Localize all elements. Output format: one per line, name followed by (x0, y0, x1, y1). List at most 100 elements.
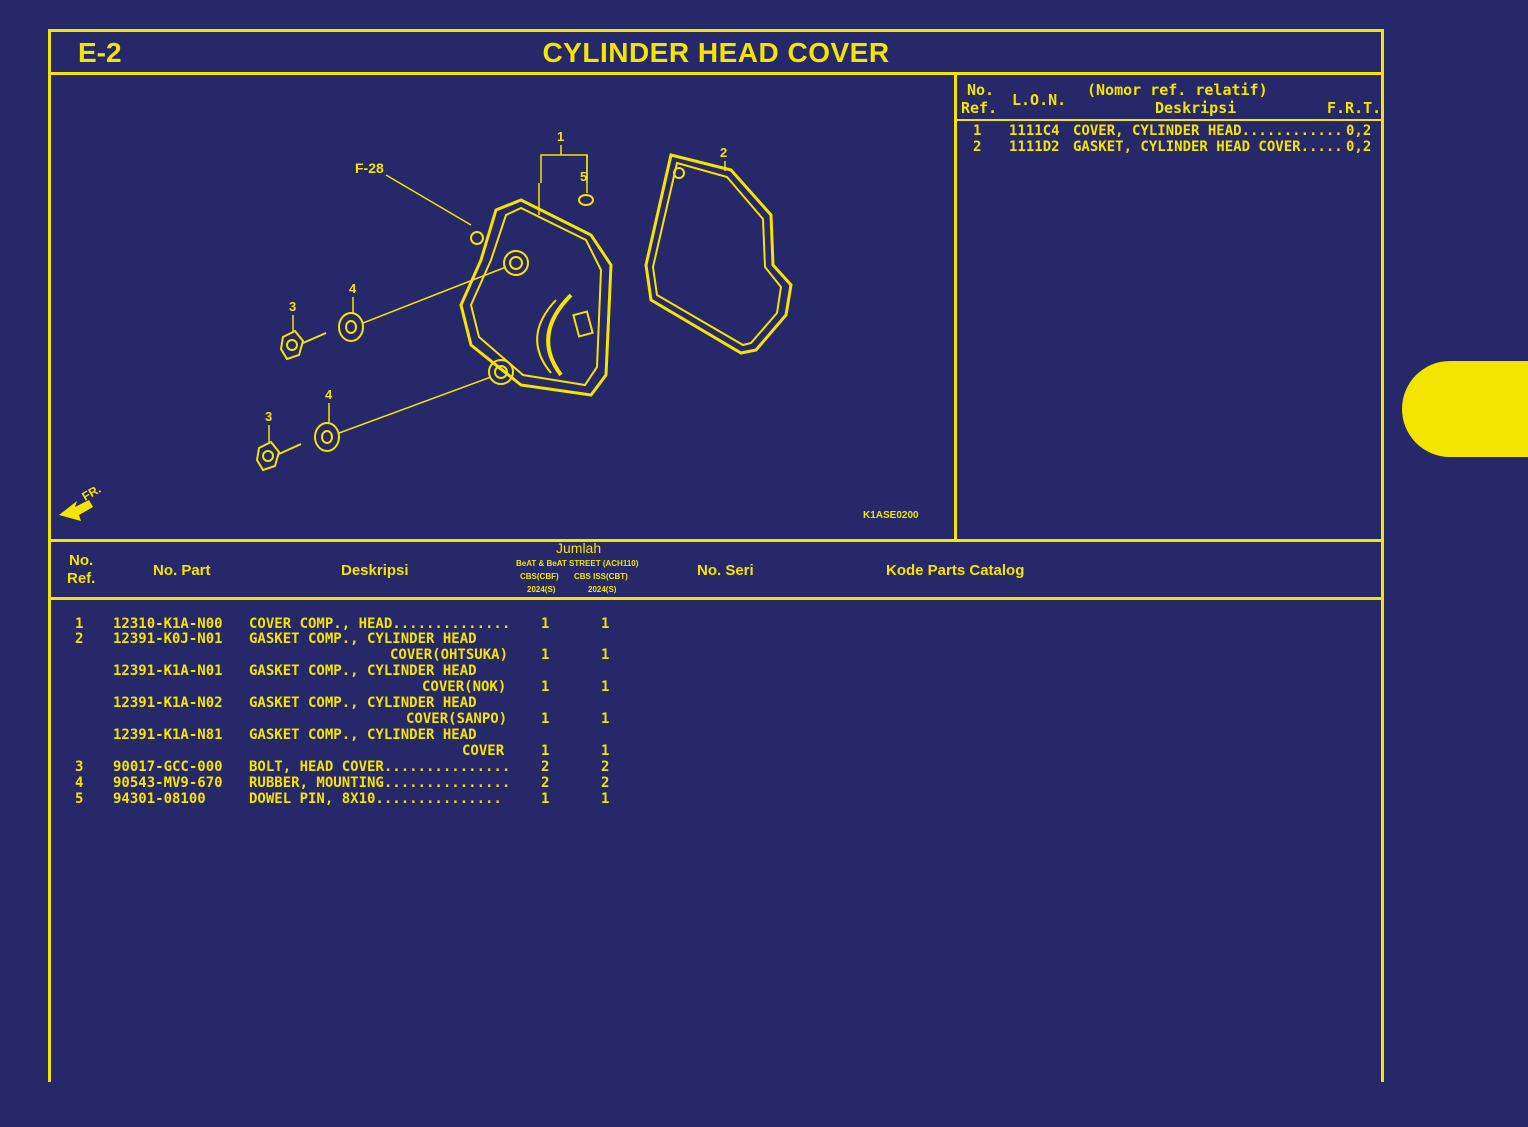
part-qty-2: 1 (601, 616, 610, 632)
ref-row-lon: 1111D2 (1009, 139, 1060, 155)
front-label: FR. (80, 482, 104, 504)
part-number: 12391-K0J-N01 (113, 631, 223, 647)
ref-header-ref: Ref. (961, 99, 998, 117)
callout-1: 1 (557, 129, 564, 144)
gasket-outline (644, 153, 793, 355)
part-qty-2: 2 (601, 775, 610, 791)
callout-4-lower: 4 (325, 387, 333, 402)
part-qty-2: 2 (601, 759, 610, 775)
part-qty-1: 1 (541, 616, 550, 632)
parts-header-col1: CBS(CBF) (520, 572, 559, 581)
part-desc: GASKET COMP., CYLINDER HEAD (249, 695, 477, 711)
part-qty-1: 1 (541, 679, 550, 695)
ref-header-no: No. (967, 81, 995, 99)
rubber-upper (338, 312, 364, 342)
cover-arc (546, 293, 573, 377)
parts-header-kode: Kode Parts Catalog (886, 562, 1025, 579)
part-desc-cont: COVER (462, 743, 505, 759)
part-qty-2: 1 (601, 711, 610, 727)
callout-4-upper: 4 (349, 281, 357, 296)
part-qty-2: 1 (601, 791, 610, 807)
part-number: 90543-MV9-670 (113, 775, 223, 791)
part-ref: 1 (75, 616, 84, 632)
part-desc-cont: COVER(SANPO) (406, 711, 508, 727)
parts-header-col2: CBS ISS(CBT) (574, 572, 628, 581)
part-desc: DOWEL PIN, 8X10............... (249, 791, 502, 807)
callout-5: 5 (580, 169, 587, 184)
part-desc: RUBBER, MOUNTING............... (249, 775, 511, 791)
part-qty-2: 1 (601, 743, 610, 759)
gasket-inner (651, 161, 783, 347)
ref-row-desc: GASKET, CYLINDER HEAD COVER..... (1073, 139, 1343, 155)
part-qty-1: 1 (541, 743, 550, 759)
parts-header-part: No. Part (153, 562, 211, 579)
parts-header-model: BeAT & BeAT STREET (ACH110) (516, 559, 639, 568)
part-qty-2: 1 (601, 647, 610, 663)
callout-3-upper: 3 (289, 299, 296, 314)
part-qty-1: 2 (541, 759, 550, 775)
rubber-lower (314, 422, 340, 452)
part-qty-1: 1 (541, 647, 550, 663)
ref-table-header: No. Ref. L.O.N. (Nomor ref. relatif) Des… (957, 75, 1381, 121)
part-desc: GASKET COMP., CYLINDER HEAD (249, 663, 477, 679)
part-desc-cont: COVER(NOK) (422, 679, 507, 695)
ref-row-lon: 1111C4 (1009, 123, 1060, 139)
parts-header-jumlah: Jumlah (556, 540, 602, 556)
dowel-pin (578, 194, 594, 206)
callout-2: 2 (720, 145, 727, 160)
parts-header-seri: No. Seri (697, 562, 754, 579)
part-desc: GASKET COMP., CYLINDER HEAD (249, 631, 477, 647)
part-number: 12391-K1A-N81 (113, 727, 223, 743)
bolt-lower (255, 440, 281, 472)
part-number: 94301-08100 (113, 791, 206, 807)
cover-outline (459, 198, 613, 397)
part-desc: COVER COMP., HEAD.............. (249, 616, 511, 632)
ref-header-relatif: (Nomor ref. relatif) (1087, 81, 1268, 99)
ref-row-no: 1 (973, 123, 982, 139)
title-bar: E-2 CYLINDER HEAD COVER (51, 32, 1381, 75)
page-title: CYLINDER HEAD COVER (542, 37, 890, 68)
parts-table-body: 1 12310-K1A-N00 COVER COMP., HEAD.......… (51, 600, 1381, 1089)
ref-row-frt: 0,2 (1346, 139, 1372, 155)
ref-header-lon: L.O.N. (1012, 91, 1067, 109)
part-ref: 3 (75, 759, 84, 775)
callout-3-lower: 3 (265, 409, 272, 424)
parts-header-no: No. (69, 552, 94, 569)
bolt-upper (279, 329, 305, 361)
bottom-margin (0, 1082, 1528, 1127)
part-qty-1: 2 (541, 775, 550, 791)
part-desc: BOLT, HEAD COVER............... (249, 759, 511, 775)
ref-row-no: 2 (973, 139, 982, 155)
ref-table: No. Ref. L.O.N. (Nomor ref. relatif) Des… (957, 75, 1381, 542)
parts-header-desc: Deskripsi (341, 562, 409, 579)
ref-label-f28: F-28 (355, 160, 384, 176)
part-ref: 2 (75, 631, 84, 647)
part-desc: GASKET COMP., CYLINDER HEAD (249, 727, 477, 743)
image-code: K1ASE0200 (863, 510, 919, 521)
ref-row-frt: 0,2 (1346, 123, 1372, 139)
parts-header-ref: Ref. (67, 570, 96, 587)
part-number: 90017-GCC-000 (113, 759, 223, 775)
ref-row-desc: COVER, CYLINDER HEAD............ (1073, 123, 1343, 139)
section-tab-marker[interactable] (1402, 361, 1528, 457)
part-ref: 4 (75, 775, 84, 791)
part-qty-2: 1 (601, 679, 610, 695)
exploded-diagram: 1 2 3 4 5 3 4 F-28 FR. K1ASE0200 (51, 75, 957, 542)
exploded-diagram-svg: 1 2 3 4 5 3 4 F-28 FR. K1ASE0200 (59, 129, 919, 521)
parts-header-year1: 2024(S) (527, 585, 556, 594)
front-arrow-icon (59, 500, 93, 521)
parts-header-year2: 2024(S) (588, 585, 617, 594)
part-number: 12391-K1A-N01 (113, 663, 223, 679)
part-number: 12391-K1A-N02 (113, 695, 223, 711)
parts-table-header: No. Ref. No. Part Deskripsi Jumlah BeAT … (51, 540, 1381, 600)
section-code: E-2 (78, 37, 122, 68)
ref-header-frt: F.R.T. (1327, 99, 1382, 117)
part-qty-1: 1 (541, 711, 550, 727)
cover-inner (469, 206, 603, 387)
part-qty-1: 1 (541, 791, 550, 807)
part-desc-cont: COVER(OHTSUKA) (390, 647, 509, 663)
ref-header-deskripsi: Deskripsi (1155, 99, 1237, 117)
catalog-page-frame: E-2 CYLINDER HEAD COVER (48, 29, 1384, 1089)
part-number: 12310-K1A-N00 (113, 616, 223, 632)
part-ref: 5 (75, 791, 84, 807)
